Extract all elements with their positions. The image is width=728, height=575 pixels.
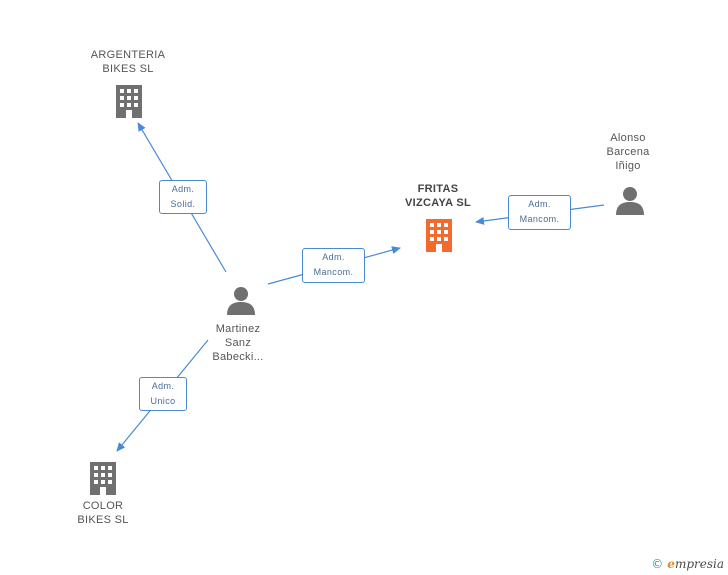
brand-footer[interactable]: ©empresia [651, 557, 724, 571]
person-icon[interactable] [225, 286, 257, 316]
edge-label-line: Mancom. [313, 267, 354, 277]
brand-initial: e [667, 557, 675, 571]
node-label-color: COLOR BIKES SL [77, 500, 129, 526]
brand-name: mpresia [674, 557, 724, 571]
node-label-argenteria: ARGENTERIA BIKES SL [90, 49, 166, 75]
edge-label-line: Adm. [171, 184, 195, 194]
edge-label-line: Adm. [528, 199, 551, 209]
edge-label-line: Mancom. [519, 214, 560, 224]
person-icon[interactable] [614, 186, 646, 216]
edge-label-line: Unico [150, 396, 176, 406]
node-label-martinez: Martinez Sanz Babecki... [212, 323, 264, 363]
node-label-alonso: Alonso Barcena Iñigo [606, 132, 650, 172]
edge-label-line: Adm. [151, 381, 175, 391]
edge-label-adm-mancom[interactable]: Adm. Mancom. [302, 248, 365, 283]
building-icon[interactable] [423, 218, 455, 252]
edge-label-adm-mancom[interactable]: Adm. Mancom. [508, 195, 571, 230]
building-icon[interactable] [113, 84, 145, 118]
edge-label-line: Solid. [170, 199, 196, 209]
copyright-icon: © [651, 557, 664, 571]
edge-label-adm-unico[interactable]: Adm. Unico [139, 377, 187, 411]
building-icon[interactable] [87, 461, 119, 495]
node-label-fritas: FRITAS VIZCAYA SL [405, 183, 471, 209]
edge-label-adm-solid[interactable]: Adm. Solid. [159, 180, 207, 214]
edge-label-line: Adm. [322, 252, 345, 262]
